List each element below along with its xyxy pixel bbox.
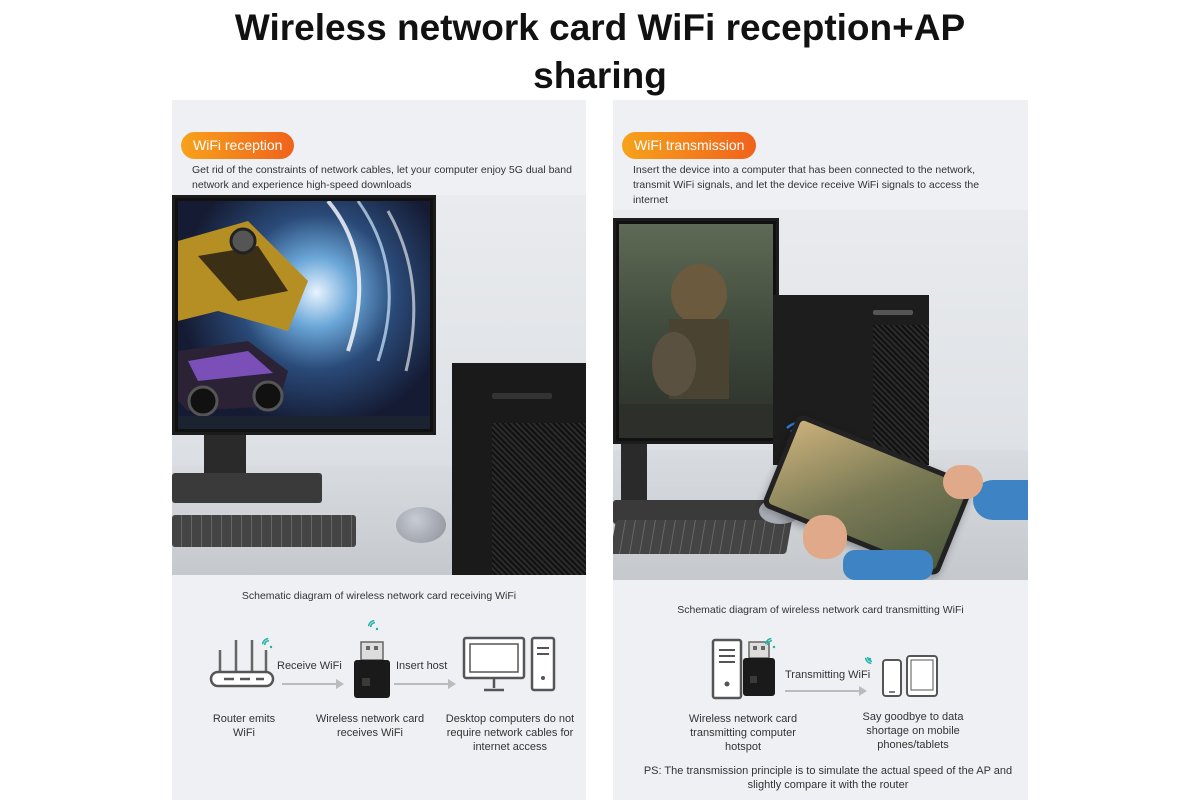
hand-sleeve [843,550,933,580]
desktop-computer-icon [462,636,556,692]
router-icon [209,640,275,688]
wifi-icon [764,637,776,649]
insert-host-label: Insert host [396,660,448,672]
wifi-transmission-badge: WiFi transmission [622,132,757,159]
keyboard [172,515,356,547]
receive-wifi-label: Receive WiFi [277,660,342,672]
desktop-tablet-photo [613,210,1028,580]
desktop-setup-photo [172,195,586,575]
receive-wifi-arrow [282,679,344,689]
title-line-2: sharing [533,55,667,96]
pc-tower-mesh [873,325,929,465]
keyboard [613,520,792,554]
transmitting-wifi-label: Transmitting WiFi [785,669,871,681]
title-line-1: Wireless network card WiFi reception+AP [234,7,966,48]
wifi-transmission-description: Insert the device into a computer that h… [633,164,980,206]
receiving-schematic-title: Schematic diagram of wireless network ca… [241,590,517,602]
desktop-no-cables-label: Desktop computers do not require network… [445,713,575,753]
transmitting-schematic-title: Schematic diagram of wireless network ca… [677,604,964,616]
monitor [172,195,436,435]
wifi-reception-panel: WiFi reception Get rid of the constraint… [172,100,586,800]
wifi-transmission-panel: WiFi transmission Insert the device into… [613,100,1028,800]
wifi-icon [261,637,273,649]
transmitting-wifi-arrow [785,686,867,696]
wifi-reception-description: Get rid of the constraints of network ca… [192,164,572,191]
ps-note: PS: The transmission principle is to sim… [643,765,1013,791]
monitor [613,218,779,444]
desktop-computer-icon [711,638,743,700]
phone-icon [882,659,902,697]
wifi-icon [367,619,379,631]
usb-adapter-icon [354,641,390,698]
pc-tower [452,363,586,575]
game-scene-illustration [178,201,430,429]
wifi-icon [864,656,873,665]
monitor-base [172,473,322,503]
insert-host-arrow [394,679,456,689]
hand [943,465,983,499]
hand [803,515,847,559]
pc-tower-mesh [492,423,586,575]
usb-adapter-icon [743,641,775,696]
router-emits-wifi-label: Router emits WiFi [212,713,276,739]
monitor-screen [619,224,773,438]
monitor-screen [178,201,430,429]
wifi-reception-badge: WiFi reception [181,132,295,159]
hotspot-label: Wireless network card transmitting compu… [688,713,798,753]
page-title: Wireless network card WiFi reception+AP … [0,0,1200,100]
mobile-data-label: Say goodbye to data shortage on mobile p… [862,711,964,751]
game-scene-illustration [619,264,773,438]
tablet-icon [906,655,938,697]
monitor-stand [204,435,246,477]
mouse [396,507,446,543]
card-receives-wifi-label: Wireless network card receives WiFi [315,713,425,739]
monitor-stand [621,444,647,510]
